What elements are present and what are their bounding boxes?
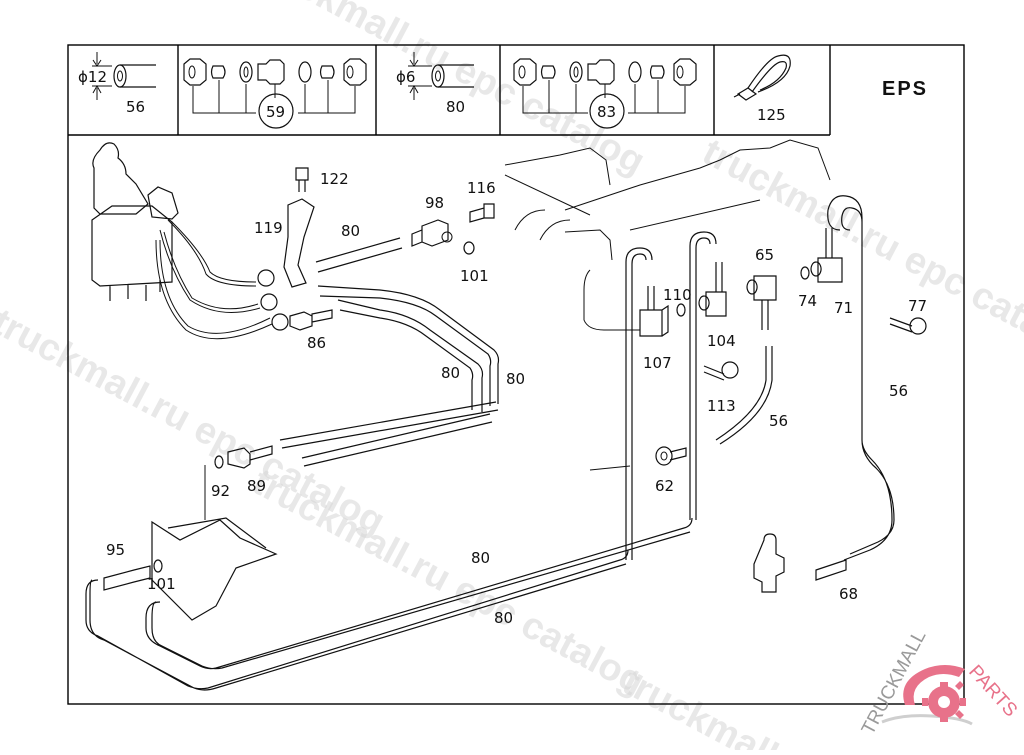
part-number: 56	[126, 98, 145, 116]
valve-switch-unit[interactable]	[91, 142, 179, 301]
part-number: 59	[266, 103, 285, 121]
callout[interactable]: 95	[106, 541, 125, 559]
callout-labels: 122 119 80 98 116 101 86 80 80 110 107 1…	[106, 170, 927, 627]
hose-diameter-label: ϕ6	[396, 68, 415, 86]
bracket-plate	[151, 517, 278, 621]
tee-fitting-98[interactable]	[411, 203, 495, 255]
callout[interactable]: 68	[839, 585, 858, 603]
callout[interactable]: 65	[755, 246, 774, 264]
callout[interactable]: 80	[506, 370, 525, 388]
callout[interactable]: 71	[834, 299, 853, 317]
callout[interactable]: 98	[425, 194, 444, 212]
part-number: 125	[757, 106, 786, 124]
hose-diameter-label: ϕ12	[78, 68, 107, 86]
callout[interactable]: 119	[254, 219, 283, 237]
bracket-119[interactable]	[283, 167, 315, 288]
callout[interactable]: 122	[320, 170, 349, 188]
header-hose-12[interactable]: ϕ12 56	[78, 52, 156, 116]
fitting-89[interactable]	[204, 445, 273, 520]
logo-text-parts: PARTS	[964, 661, 1021, 721]
callout[interactable]: 113	[707, 397, 736, 415]
callout[interactable]: 77	[908, 297, 927, 315]
diagram-frame	[67, 44, 965, 705]
callout[interactable]: 74	[798, 292, 817, 310]
callout[interactable]: 110	[663, 286, 692, 304]
callout[interactable]: 101	[460, 267, 489, 285]
hose-80-segments[interactable]	[279, 237, 500, 467]
header-fitting-kit-59[interactable]: 59	[183, 58, 367, 129]
header-fitting-kit-83[interactable]: 83	[513, 58, 697, 129]
long-hose-80[interactable]	[85, 517, 693, 691]
header-hose-6[interactable]: ϕ6 80	[396, 52, 474, 116]
watermark: truckmall.ru epc catalog	[246, 461, 652, 703]
solenoid-valves[interactable]	[639, 228, 843, 337]
part-number: 83	[597, 103, 616, 121]
callout[interactable]: 116	[467, 179, 496, 197]
callout[interactable]: 56	[889, 382, 908, 400]
vertical-lines	[625, 195, 895, 561]
truckmall-parts-logo: TRUCKMALL PARTS	[858, 627, 1021, 738]
tee-valve-68[interactable]	[753, 533, 847, 593]
watermark: truckmall.ru epc catalog	[696, 131, 1024, 373]
callout[interactable]: 104	[707, 332, 736, 350]
fitting-86[interactable]	[289, 309, 333, 331]
callout[interactable]: 56	[769, 412, 788, 430]
header-cable-tie[interactable]: 125	[733, 54, 791, 124]
callout[interactable]: 80	[441, 364, 460, 382]
banjo-fitting-62[interactable]	[655, 446, 687, 466]
callout[interactable]: 80	[471, 549, 490, 567]
callout[interactable]: 101	[147, 575, 176, 593]
watermark: truckmall.ru epc catalog	[246, 0, 652, 183]
engine-outline	[504, 139, 831, 471]
fitting-95[interactable]	[103, 559, 163, 591]
callout[interactable]: 89	[247, 477, 266, 495]
callout[interactable]: 80	[494, 609, 513, 627]
section-code: EPS	[882, 78, 928, 100]
callout[interactable]: 80	[341, 222, 360, 240]
callout[interactable]: 107	[643, 354, 672, 372]
wire-harness	[155, 219, 289, 340]
callout[interactable]: 62	[655, 477, 674, 495]
part-number: 80	[446, 98, 465, 116]
callout[interactable]: 92	[211, 482, 230, 500]
callout[interactable]: 86	[307, 334, 326, 352]
bolts[interactable]	[703, 317, 927, 381]
